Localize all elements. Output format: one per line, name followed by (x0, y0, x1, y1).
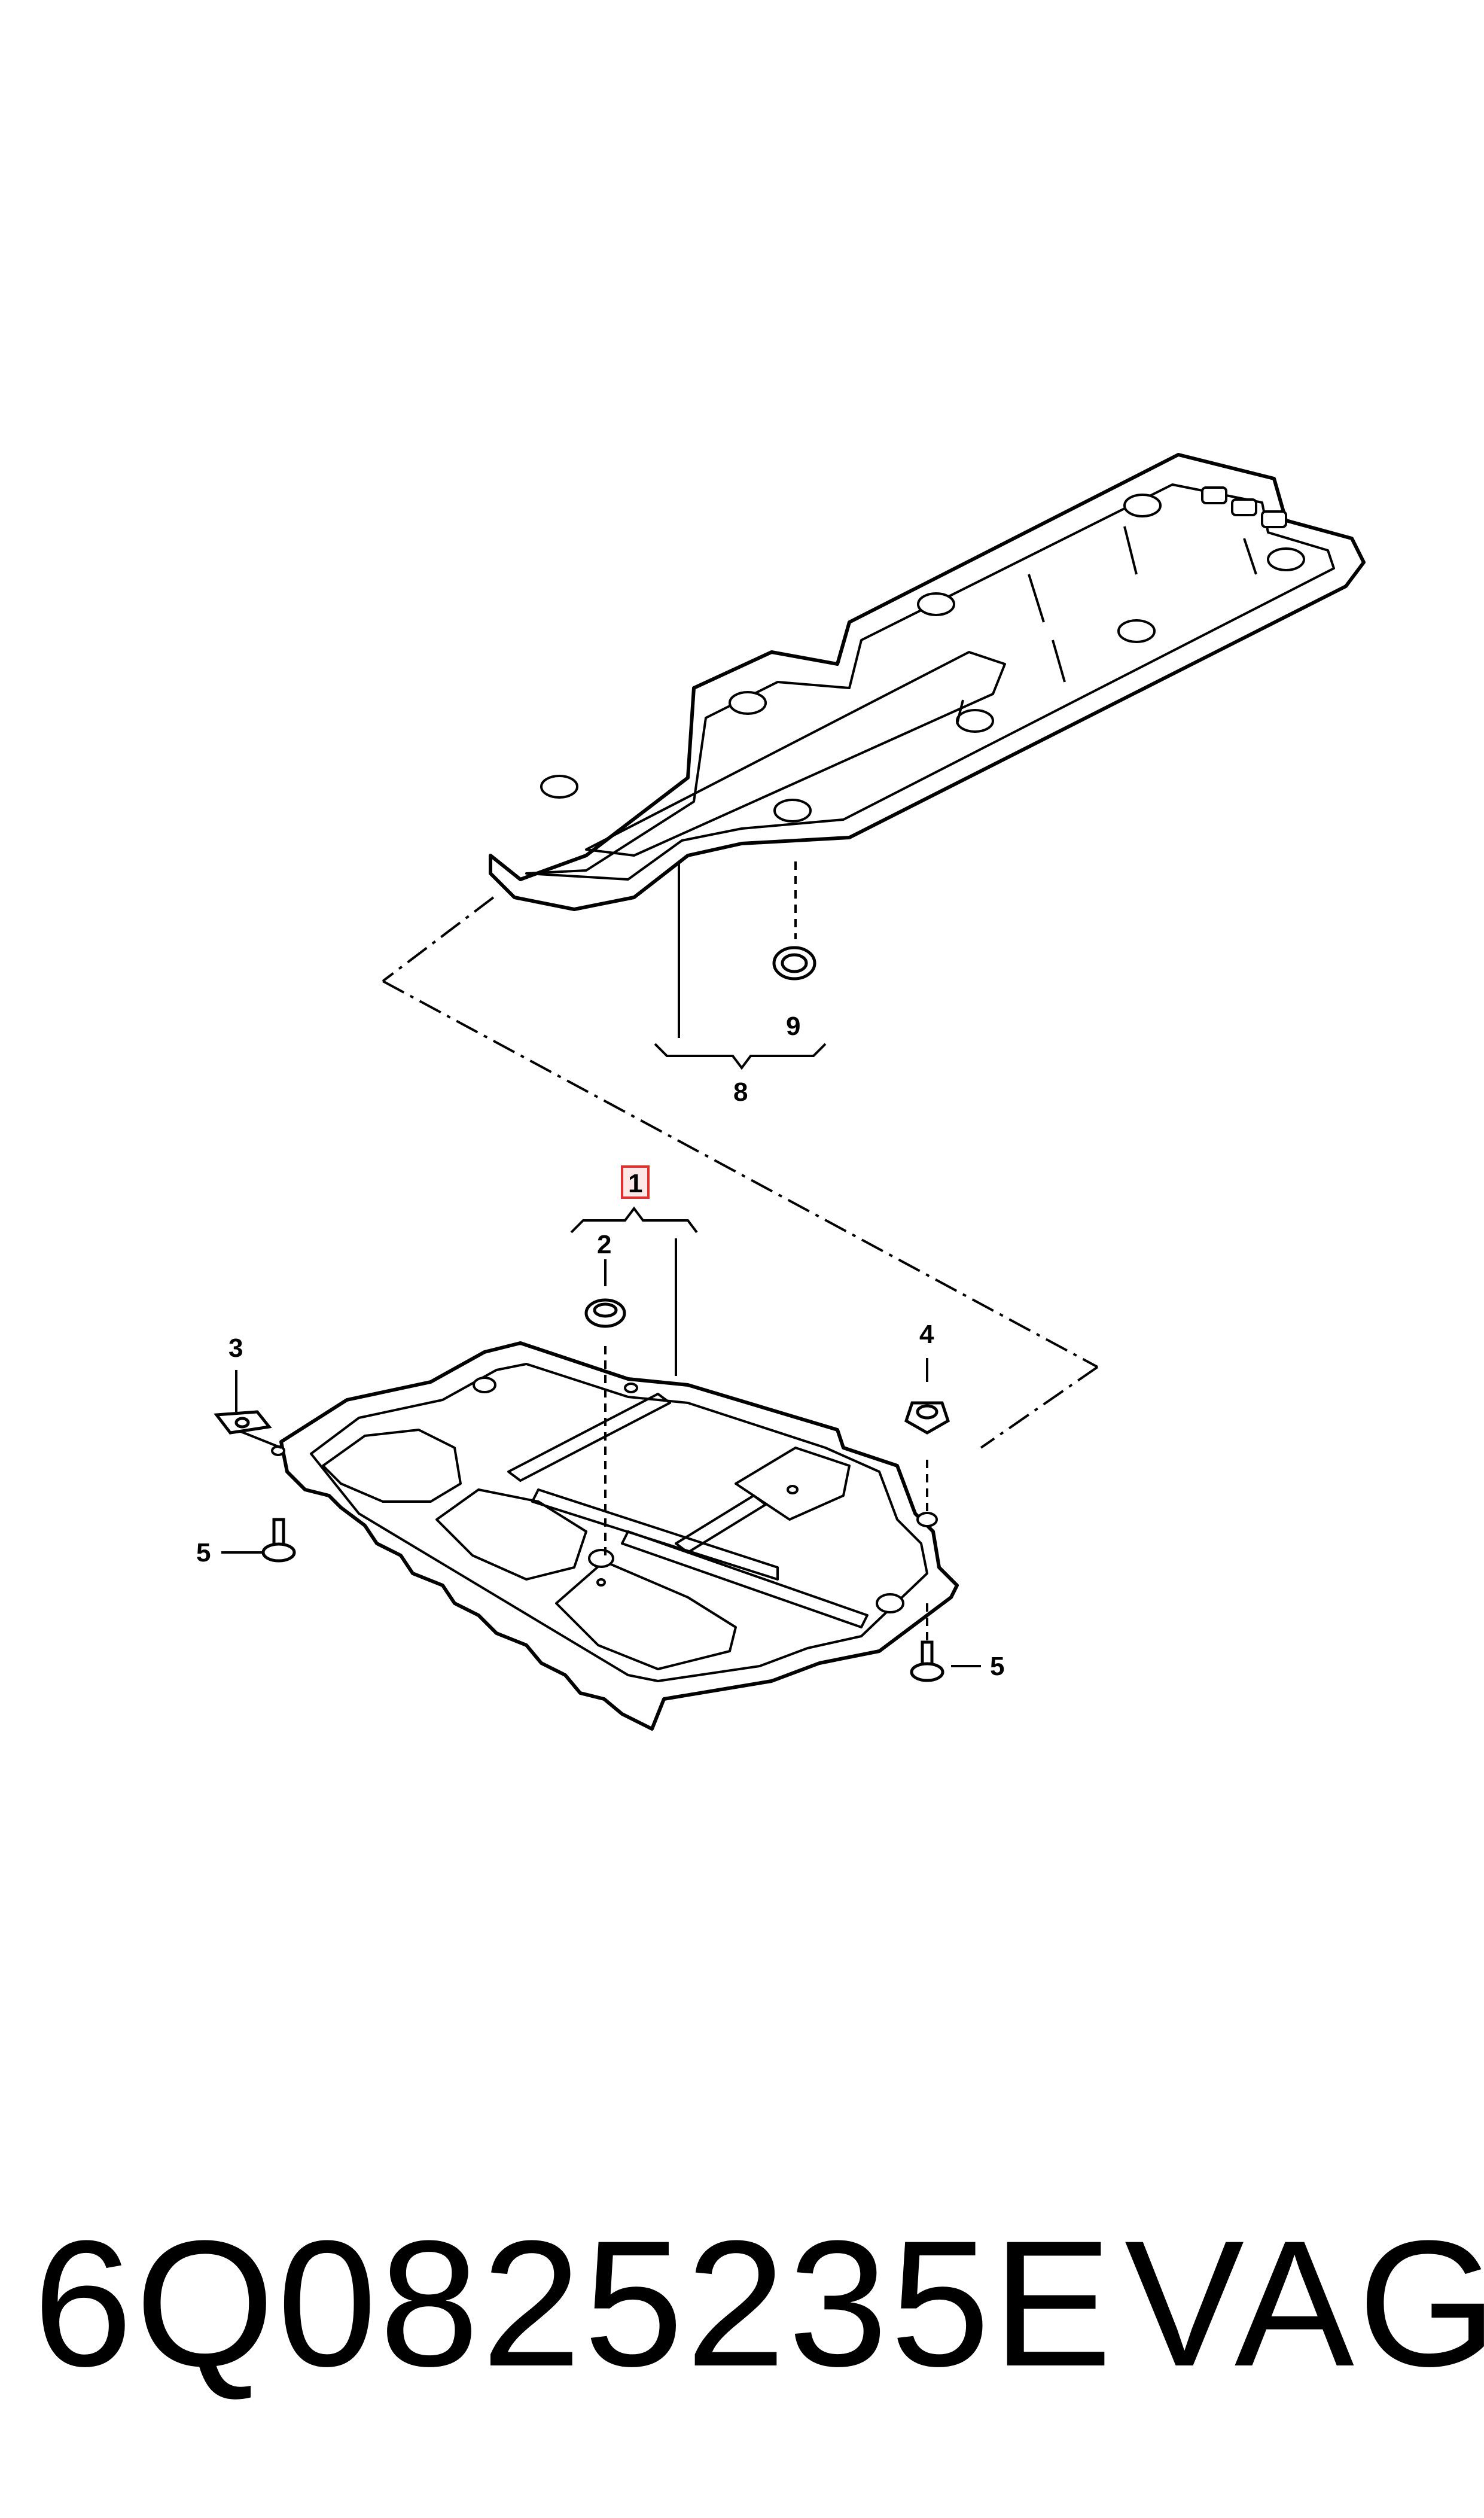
clip-nut-part-3 (214, 1410, 272, 1435)
callout-1: 1 (628, 1169, 642, 1198)
undertray-pocket-right (735, 1447, 851, 1521)
bolt-part-5-left (261, 1518, 296, 1563)
grommet-part-2 (584, 1298, 626, 1328)
upper-shield-mount-tabs (540, 494, 1305, 823)
callout-3: 3 (228, 1333, 243, 1363)
brace-8 (654, 1043, 827, 1070)
leader-lines-part-1 (221, 1206, 981, 1667)
alignment-dash-dot-lines (382, 896, 1099, 1449)
undertray-pocket-middle (435, 1488, 587, 1581)
upper-shield-center-rib (585, 651, 1006, 857)
undertray-pocket-left (322, 1429, 462, 1503)
undertray-inner-rim (310, 1363, 928, 1682)
callout-4: 4 (919, 1320, 934, 1349)
brace-1 (570, 1206, 698, 1234)
upper-shield-inner-rim (525, 483, 1335, 881)
callout-2: 2 (597, 1230, 611, 1259)
undertray-ribs (507, 1393, 869, 1628)
grommet-part-9 (772, 946, 816, 981)
callout-8: 8 (733, 1077, 748, 1107)
undertray-mount-holes (271, 1377, 938, 1613)
callout-9: 9 (786, 1012, 800, 1041)
nut-part-4 (904, 1401, 950, 1435)
upper-shield-vent-slots (1201, 486, 1287, 528)
callout-5-left: 5 (196, 1538, 211, 1567)
brand-name: VAG (1125, 2203, 1484, 2404)
upper-shield-outline (489, 453, 1366, 911)
lower-undertray-part-1 (271, 1341, 959, 1731)
upper-shield-ribs (956, 526, 1257, 724)
upper-shield-part-8 (489, 453, 1366, 911)
undertray-outline (279, 1341, 959, 1731)
leader-lines-part-8-9 (654, 861, 827, 1070)
callout-1-highlight-box (621, 1165, 650, 1199)
bolt-part-5-right (910, 1640, 944, 1682)
callout-5-right: 5 (990, 1652, 1004, 1681)
undertray-pocket-front (555, 1560, 737, 1670)
part-number: 6Q0825235E (33, 2203, 1115, 2404)
